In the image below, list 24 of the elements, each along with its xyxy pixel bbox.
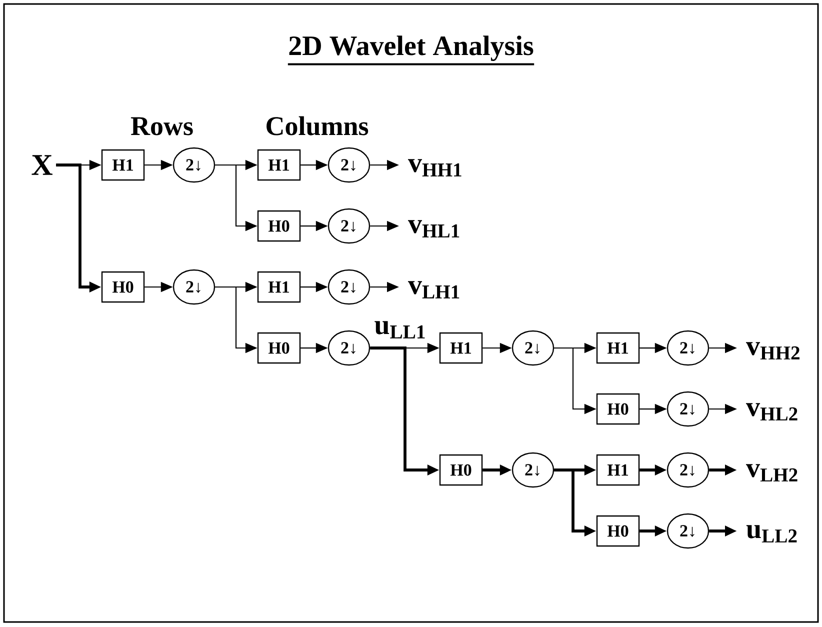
- filter-box: H1: [257, 271, 301, 303]
- filter-box: H0: [596, 515, 640, 547]
- output-label: v$_{HH1}$: [408, 159, 462, 176]
- filter-box: H1: [439, 332, 483, 364]
- column-heading: Columns: [266, 116, 368, 136]
- filter-box: H1: [257, 149, 301, 181]
- filter-box: H0: [439, 454, 483, 486]
- edge-label: u$_{LL1}$: [374, 321, 425, 338]
- output-label: v$_{LH2}$: [746, 464, 798, 482]
- output-label: v$_{HL2}$: [746, 403, 798, 420]
- filter-box: H0: [596, 393, 640, 425]
- output-label: v$_{LH1}$: [408, 281, 460, 298]
- input-label: X: [32, 155, 52, 175]
- filter-box: H0: [101, 271, 145, 303]
- filter-box: H0: [257, 210, 301, 242]
- filter-box: H1: [596, 332, 640, 364]
- filter-box: H1: [101, 149, 145, 181]
- column-heading: Rows: [130, 117, 193, 136]
- filter-box: H0: [257, 332, 301, 364]
- output-label: v$_{HL1}$: [408, 220, 460, 238]
- title: 2D Wavelet Analysis: [288, 36, 534, 66]
- filter-box: H1: [596, 454, 640, 486]
- output-label: u$_{LL2}$: [746, 525, 797, 542]
- output-label: v$_{HH2}$: [746, 342, 800, 360]
